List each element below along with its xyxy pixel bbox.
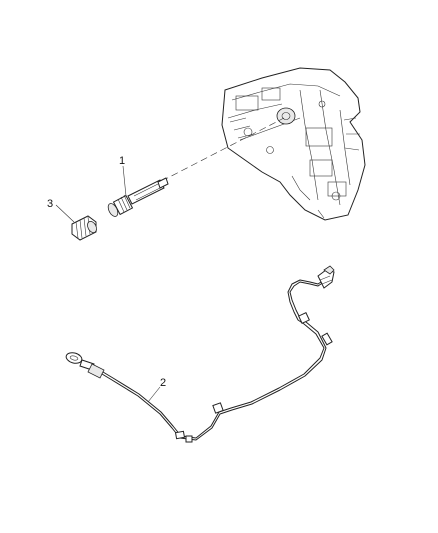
callout-2: 2 <box>160 377 166 389</box>
block-heater <box>107 177 169 217</box>
heater-cap <box>71 215 97 241</box>
engine-block <box>221 67 366 221</box>
install-centerline <box>151 117 285 187</box>
leader-line-1 <box>122 165 127 197</box>
power-cord <box>65 265 335 443</box>
callout-1: 1 <box>119 155 125 167</box>
callout-3: 3 <box>47 198 53 210</box>
leader-line-2 <box>147 386 161 403</box>
leader-line-3 <box>55 204 75 223</box>
